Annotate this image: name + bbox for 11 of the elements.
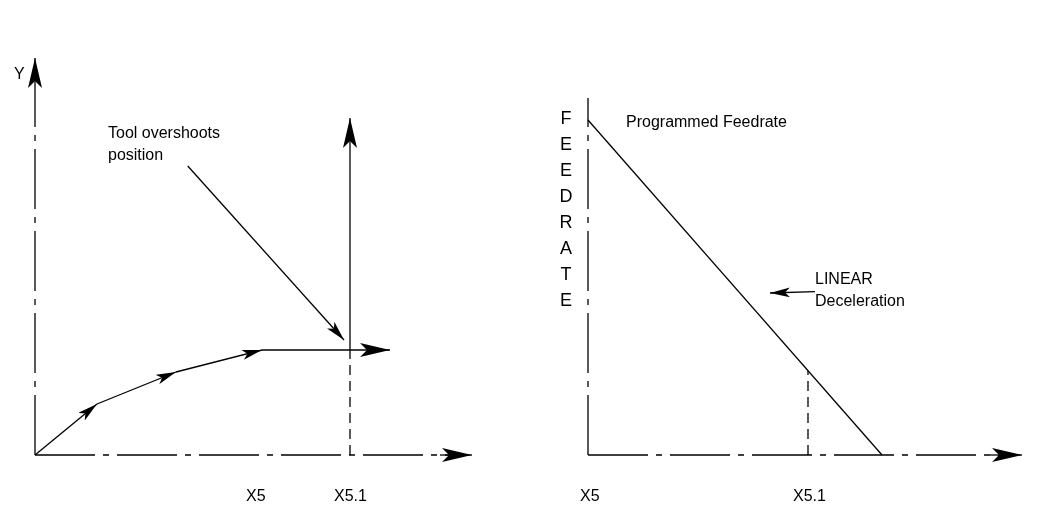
callout-text: Tool overshoots position bbox=[108, 122, 228, 166]
callout-text: LINEAR Deceleration bbox=[815, 268, 925, 312]
axis-tick-label: X5 bbox=[246, 486, 266, 506]
axis-label: FEEDRATE bbox=[556, 108, 576, 316]
annotation-text: Programmed Feedrate bbox=[626, 112, 787, 132]
leader-line bbox=[187, 165, 345, 341]
axis-tick-label: X5 bbox=[580, 486, 600, 506]
axis-tick-label: X5.1 bbox=[793, 486, 826, 506]
axis-label: Y bbox=[14, 64, 25, 84]
leader-line bbox=[769, 287, 816, 298]
axis-tick-label: X5.1 bbox=[334, 486, 367, 506]
